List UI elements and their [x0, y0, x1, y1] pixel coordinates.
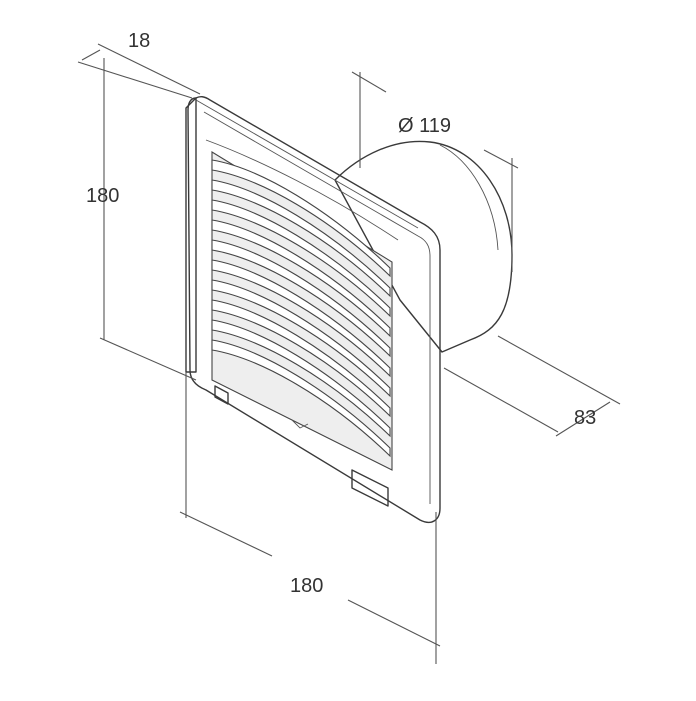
- dim-label-duct-length: 83: [574, 407, 596, 429]
- duct-cylinder: [334, 140, 513, 353]
- left-tab: [214, 385, 229, 405]
- dim-label-width: 180: [290, 575, 323, 597]
- dim-label-diameter: Ø 119: [398, 115, 451, 137]
- grille: [205, 139, 399, 507]
- dimension-lines: [77, 43, 621, 664]
- louvers: [211, 159, 391, 458]
- dim-label-depth-top: 18: [128, 30, 150, 52]
- dim-label-height: 180: [86, 185, 119, 207]
- right-tab: [351, 469, 389, 507]
